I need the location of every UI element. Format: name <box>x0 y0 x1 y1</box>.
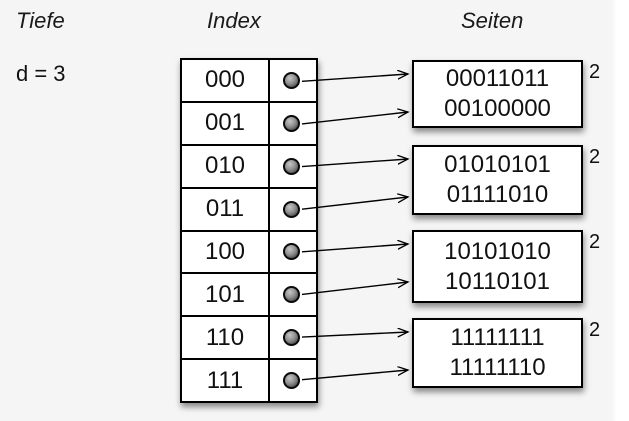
index-pointer-cell <box>270 274 316 315</box>
pointer-dot-icon <box>283 71 300 89</box>
index-row: 001 <box>182 102 316 146</box>
pages-column-header: Seiten <box>461 8 524 33</box>
page-box: 00011011 00100000 <box>412 60 583 128</box>
index-row: 010 <box>182 145 316 189</box>
pointer-dot-icon <box>283 114 300 132</box>
depth-column-header: Tiefe <box>16 8 65 33</box>
page-entry-value: 00100000 <box>444 95 551 122</box>
page-entry-value: 01111010 <box>446 181 549 208</box>
pointer-dot-icon <box>283 329 300 347</box>
page-box: 01010101 01111010 <box>412 145 583 215</box>
index-pointer-cell <box>270 189 316 230</box>
local-depth-badge: 2 <box>589 319 601 341</box>
page-entry-value: 10101010 <box>444 237 551 265</box>
local-depth-badge: 2 <box>589 61 601 83</box>
index-row: 101 <box>182 274 316 318</box>
index-pointer-cell <box>270 317 316 358</box>
page-entry-value: 11111110 <box>449 354 546 381</box>
index-bits-cell: 010 <box>182 145 270 187</box>
index-row: 011 <box>182 188 316 232</box>
index-bits-cell: 101 <box>182 274 270 316</box>
index-column-header: Index <box>207 8 261 33</box>
page-entry-value: 10110101 <box>445 267 550 295</box>
index-bits-cell: 110 <box>182 317 270 359</box>
index-bits-cell: 000 <box>182 60 270 101</box>
index-pointer-cell <box>270 60 316 101</box>
pointer-dot-icon <box>283 200 300 218</box>
index-bits-cell: 011 <box>182 188 270 230</box>
index-row: 000 <box>182 60 316 103</box>
index-table: 000 001 010 011 100 101 110 111 <box>180 58 318 403</box>
pointer-dot-icon <box>283 372 300 390</box>
local-depth-badge: 2 <box>589 146 601 168</box>
local-depth-badge: 2 <box>589 231 601 253</box>
page-entry-value: 11111111 <box>450 324 545 351</box>
index-pointer-cell <box>270 103 316 144</box>
index-bits-cell: 100 <box>182 231 270 273</box>
index-pointer-cell <box>270 146 316 187</box>
index-bits-cell: 001 <box>182 102 270 144</box>
index-row: 111 <box>182 360 316 401</box>
index-pointer-cell <box>270 360 316 401</box>
page-entry-value: 01010101 <box>444 151 551 178</box>
index-pointer-cell <box>270 232 316 273</box>
pointer-dot-icon <box>283 243 300 261</box>
page-entry-value: 00011011 <box>445 65 550 92</box>
global-depth-value: d = 3 <box>16 61 66 86</box>
index-row: 100 <box>182 231 316 275</box>
pointer-dot-icon <box>283 286 300 304</box>
page-box: 10101010 10110101 <box>412 230 583 303</box>
page-box: 11111111 11111110 <box>412 318 583 388</box>
index-bits-cell: 111 <box>182 360 270 401</box>
pointer-dot-icon <box>283 157 300 175</box>
index-row: 110 <box>182 317 316 361</box>
